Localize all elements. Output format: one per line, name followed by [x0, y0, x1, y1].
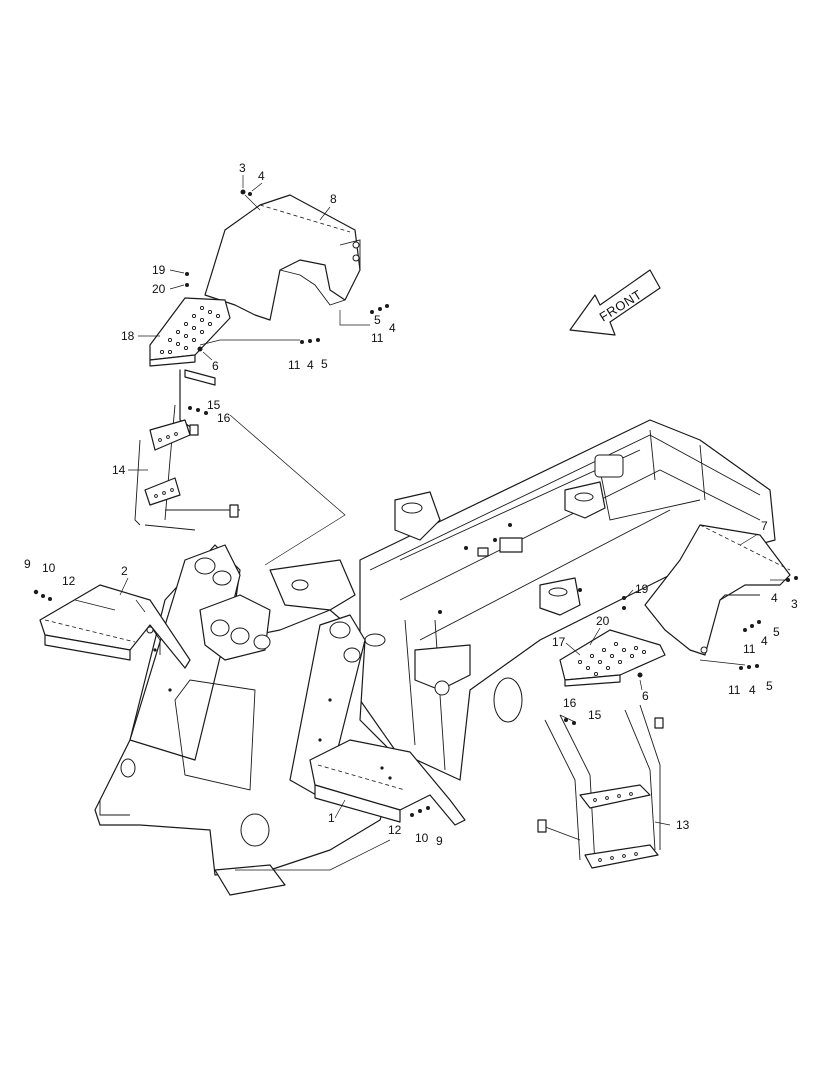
bolt-icon: [786, 576, 798, 582]
bolt-icon: [188, 406, 208, 415]
callout-20: 20: [152, 282, 166, 296]
bolt-icon: [410, 806, 430, 817]
bolt-icon: [743, 620, 761, 632]
bolt-icon: [33, 589, 52, 601]
callout-17: 17: [552, 635, 566, 649]
callout-4: 4: [307, 358, 314, 372]
callout-20: 20: [596, 614, 610, 628]
callout-9: 9: [24, 557, 31, 571]
callout-4: 4: [389, 321, 396, 335]
bolt-icon: [300, 338, 320, 344]
main-frame: [269, 419, 776, 781]
callout-5: 5: [374, 313, 381, 327]
step-plate-18-perforations: [159, 305, 221, 355]
callout-16: 16: [217, 411, 231, 425]
callout-6: 6: [212, 359, 219, 373]
callout-11: 11: [728, 683, 741, 697]
bolt-icon: [564, 718, 576, 725]
step-plate-17-perforations: [577, 641, 647, 677]
fender-left-2: [39, 584, 191, 669]
callout-10: 10: [42, 561, 56, 575]
bolt-icon: [739, 664, 759, 670]
callout-4: 4: [749, 683, 756, 697]
bolt-icon: [197, 346, 203, 352]
callout-19: 19: [152, 263, 166, 277]
callout-9: 9: [436, 834, 443, 848]
callout-15: 15: [207, 398, 221, 412]
fasteners: [33, 189, 798, 817]
callout-13: 13: [676, 818, 690, 832]
step-plate-17: [559, 629, 666, 687]
callout-14: 14: [112, 463, 126, 477]
fender-right-1: [309, 739, 466, 826]
callout-labels: 3 4 8 19 20 18 6 5 4 11 11 4 5 15 16 14 …: [24, 161, 798, 848]
callout-1: 1: [328, 811, 335, 825]
fender-rear-8: [204, 194, 361, 321]
callout-11: 11: [743, 642, 756, 656]
callout-18: 18: [121, 329, 135, 343]
callout-11: 11: [371, 331, 384, 345]
callout-2: 2: [121, 564, 128, 578]
callout-5: 5: [321, 357, 328, 371]
callout-16: 16: [563, 696, 577, 710]
step-plate-18: [149, 297, 231, 367]
bolt-icon: [185, 272, 189, 287]
callout-3: 3: [239, 161, 246, 175]
front-direction-arrow: FRONT: [569, 269, 661, 336]
bolt-icon: [240, 189, 252, 196]
bolt-icon: [370, 304, 389, 314]
callout-4: 4: [258, 169, 265, 183]
ladder-left-14: [134, 369, 240, 531]
bolt-icon: [637, 672, 643, 678]
callout-7: 7: [761, 519, 768, 533]
callout-5: 5: [766, 679, 773, 693]
callout-12: 12: [62, 574, 76, 588]
callout-12: 12: [388, 823, 402, 837]
callout-5: 5: [773, 625, 780, 639]
callout-19: 19: [635, 582, 649, 596]
callout-3: 3: [791, 597, 798, 611]
callout-leaders: [119, 175, 759, 826]
callout-11: 11: [288, 358, 301, 372]
fender-rear-7: [644, 524, 791, 656]
callout-4: 4: [761, 634, 768, 648]
ladder-right-13: [537, 704, 664, 869]
bolt-icon: [622, 596, 626, 610]
callout-15: 15: [588, 708, 602, 722]
assembly-leader-lines: [74, 194, 790, 871]
callout-4: 4: [771, 591, 778, 605]
callout-8: 8: [330, 192, 337, 206]
callout-6: 6: [642, 689, 649, 703]
callout-10: 10: [415, 831, 429, 845]
